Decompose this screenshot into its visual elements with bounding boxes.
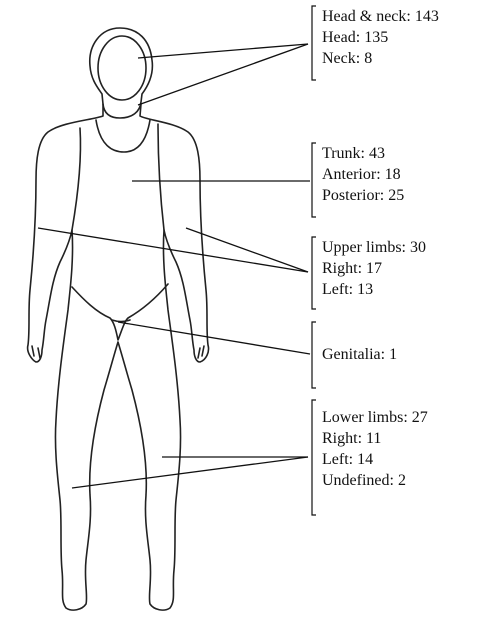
leader-lines (38, 44, 310, 488)
leader-neck (138, 44, 308, 105)
label-upper-limbs: Upper limbs: 30 Right: 17 Left: 13 (322, 237, 426, 300)
label-lower-limbs: Lower limbs: 27 Right: 11 Left: 14 Undef… (322, 407, 428, 491)
face-outline (98, 36, 146, 100)
shirt-left-armhole (72, 128, 81, 230)
human-body-outline (28, 28, 209, 610)
bracket-trunk (312, 143, 316, 217)
lower-limbs-total: Lower limbs: 27 (322, 407, 428, 428)
bracket-genitalia (312, 322, 316, 388)
lower-left-count: Left: 14 (322, 449, 428, 470)
left-hand-detail (32, 346, 40, 358)
lower-undefined-count: Undefined: 2 (322, 470, 428, 491)
briefs-waist (112, 320, 130, 322)
upper-limbs-total: Upper limbs: 30 (322, 237, 426, 258)
leader-right-leg (72, 457, 308, 488)
anterior-count: Anterior: 18 (322, 164, 404, 185)
label-trunk: Trunk: 43 Anterior: 18 Posterior: 25 (322, 143, 404, 206)
neck-count: Neck: 8 (322, 48, 439, 69)
label-head-neck: Head & neck: 143 Head: 135 Neck: 8 (322, 6, 439, 69)
posterior-count: Posterior: 25 (322, 185, 404, 206)
bracket-upper-limbs (312, 237, 316, 309)
shirt-right-armhole (158, 124, 164, 230)
leader-genitalia (118, 322, 310, 354)
head-neck-total: Head & neck: 143 (322, 6, 439, 27)
label-genitalia: Genitalia: 1 (322, 344, 397, 365)
briefs-outline (72, 284, 168, 340)
torso-arms-outline (28, 104, 209, 610)
upper-left-count: Left: 13 (322, 279, 426, 300)
shirt-neckline (96, 120, 150, 152)
head-count: Head: 135 (322, 27, 439, 48)
upper-right-count: Right: 17 (322, 258, 426, 279)
genitalia-total: Genitalia: 1 (322, 344, 397, 365)
head-outline (90, 28, 153, 118)
label-brackets (312, 6, 316, 515)
leader-head (138, 44, 308, 58)
lower-right-count: Right: 11 (322, 428, 428, 449)
trunk-total: Trunk: 43 (322, 143, 404, 164)
right-hand-detail (198, 346, 204, 358)
bracket-lower-limbs (312, 400, 316, 515)
leader-right-arm (38, 228, 308, 272)
bracket-head-neck (312, 6, 316, 80)
